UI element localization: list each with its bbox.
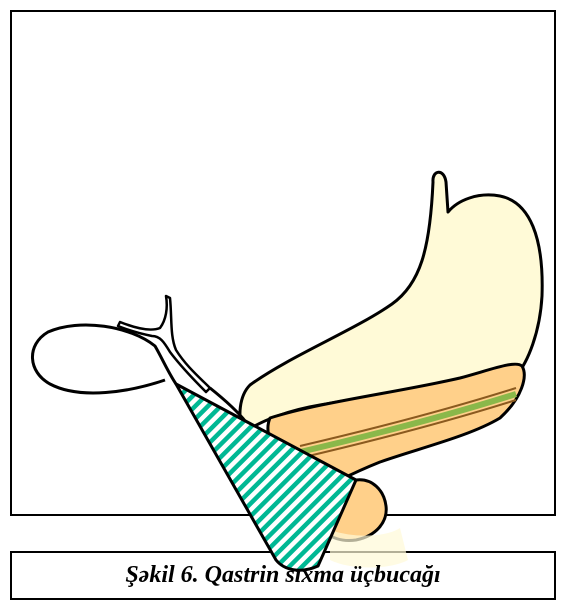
figure-caption: Şəkil 6. Qastrin sıxma üçbucağı: [10, 551, 556, 600]
